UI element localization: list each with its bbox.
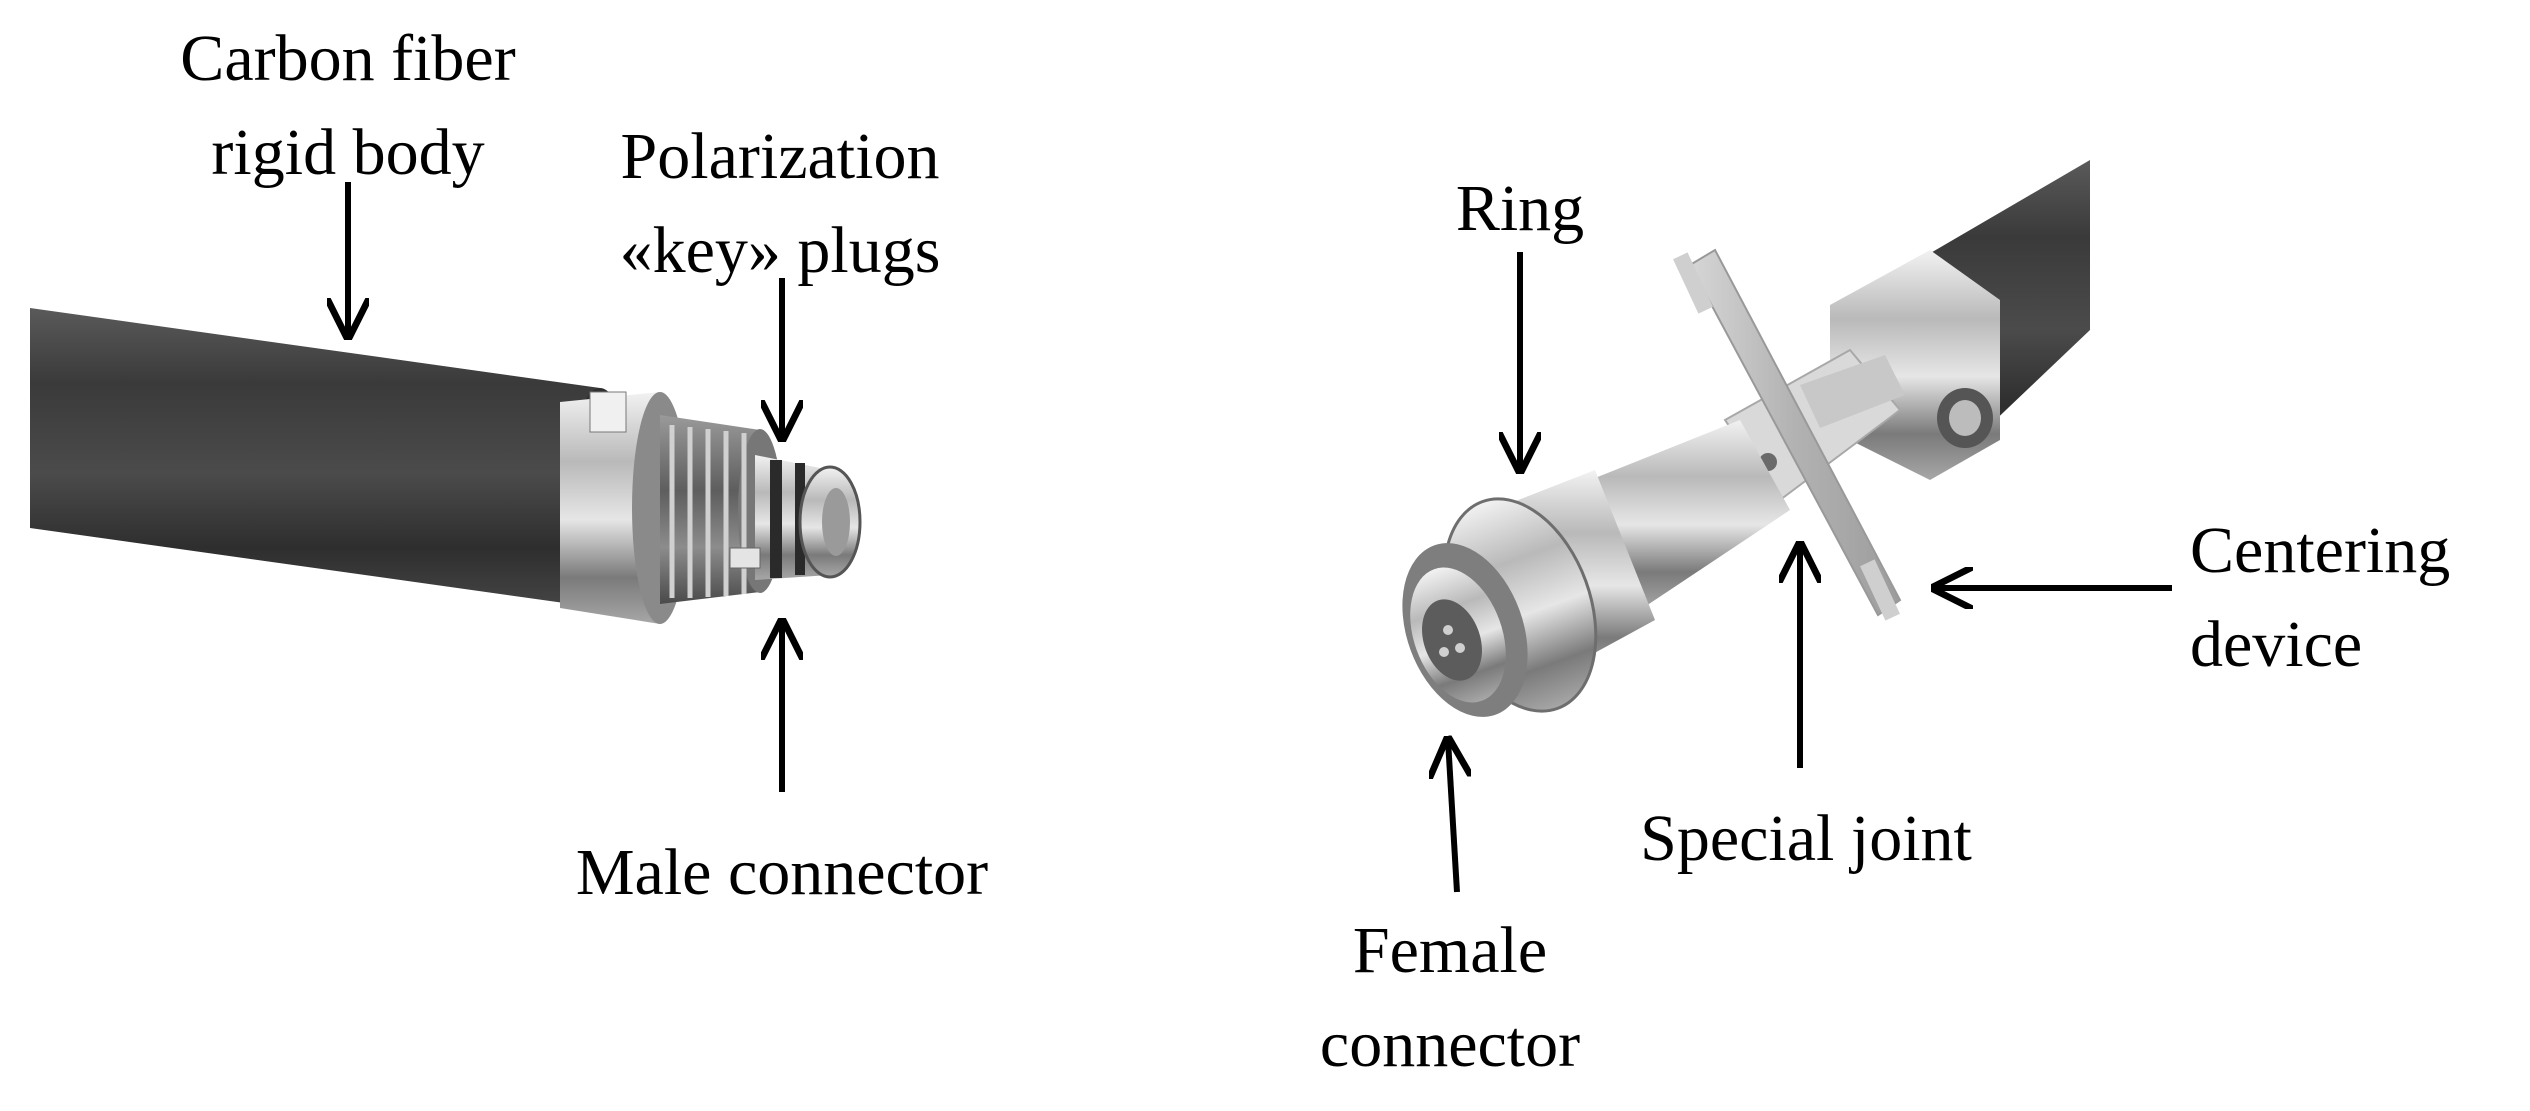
male-connector-label: Male connector bbox=[575, 836, 989, 909]
left-assembly bbox=[30, 308, 862, 624]
female-connector-arrow bbox=[1448, 740, 1457, 893]
polarization-label-line1: Polarization bbox=[620, 120, 940, 193]
rigid-body-label-line1: Carbon fiber bbox=[180, 22, 516, 95]
polarization-label: Polarization «key» plugs bbox=[620, 110, 941, 298]
right-arrows bbox=[1448, 252, 2172, 893]
special-joint-label: Special joint bbox=[1640, 802, 1972, 875]
right-assembly bbox=[1402, 160, 2090, 717]
end-collar bbox=[560, 392, 660, 624]
centering-label-line1: Centering bbox=[2190, 514, 2451, 587]
male-connector bbox=[729, 455, 862, 580]
special-joint bbox=[1723, 348, 1905, 502]
left-arrows bbox=[348, 182, 782, 792]
centering-device-label: Centering device bbox=[2190, 504, 2450, 692]
polarization-label-line2: «key» plugs bbox=[619, 214, 941, 287]
female-connector bbox=[1422, 599, 1482, 681]
rigid-body-label-line2: rigid body bbox=[211, 116, 485, 189]
ring-label: Ring bbox=[1455, 172, 1585, 245]
rigid-body-label: Carbon fiber rigid body bbox=[180, 12, 515, 200]
centering-label-line2: device bbox=[2190, 608, 2363, 681]
female-connector-label-line2: connector bbox=[1319, 1008, 1581, 1081]
centering-device bbox=[1673, 248, 1902, 621]
connector-body bbox=[1402, 420, 1790, 717]
female-connector-label: Female connector bbox=[1320, 904, 1580, 1092]
female-connector-label-line1: Female bbox=[1352, 914, 1548, 987]
carbon-fiber-tube bbox=[30, 308, 600, 608]
